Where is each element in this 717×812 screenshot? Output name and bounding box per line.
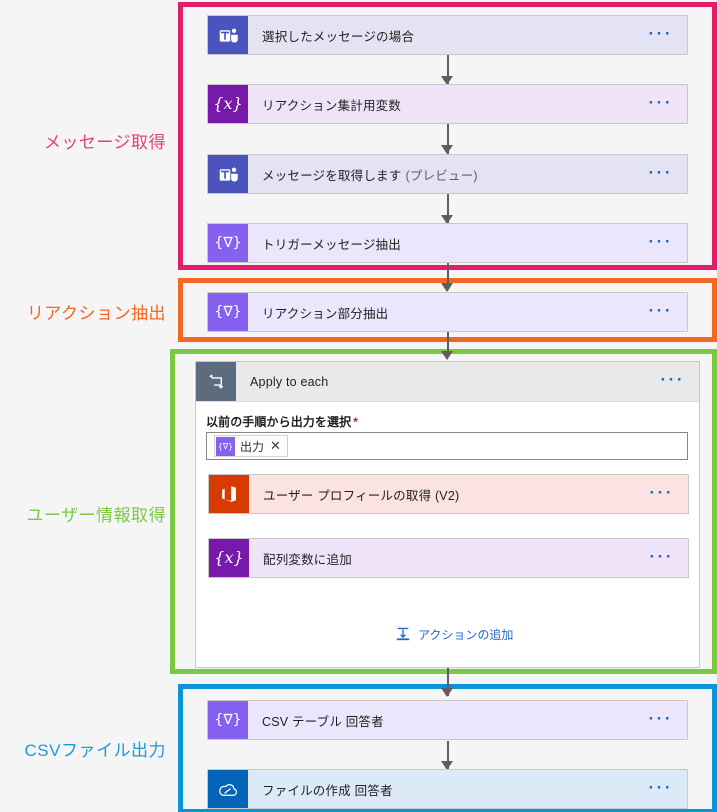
action-card-compose-reaction-part[interactable]: {∇} リアクション部分抽出 ··· — [207, 292, 688, 332]
select-output-field-label: 以前の手順から出力を選択* — [206, 413, 358, 430]
card-title-text: ユーザー プロフィールの取得 (V2) — [263, 488, 460, 503]
connector-line — [447, 55, 449, 85]
connector-arrowhead — [441, 688, 453, 697]
scope-title-text: Apply to each — [250, 374, 329, 389]
connector-line — [447, 194, 449, 224]
card-title: 配列変数に追加 — [249, 539, 642, 577]
group-label-reaction-extraction: リアクション抽出 — [26, 304, 166, 323]
card-title-text: ファイルの作成 回答者 — [262, 783, 393, 798]
card-menu-button[interactable]: ··· — [648, 162, 673, 182]
card-title: 選択したメッセージの場合 — [248, 16, 641, 54]
card-menu-button[interactable]: ··· — [648, 231, 673, 251]
action-card-append-to-array-variable[interactable]: {x} 配列変数に追加 ··· — [208, 538, 689, 578]
card-menu-button[interactable]: ··· — [649, 482, 674, 502]
onedrive-icon — [208, 770, 248, 808]
connector-arrowhead — [441, 351, 453, 360]
apply-to-each-header[interactable]: Apply to each ··· — [196, 362, 699, 402]
card-menu-button[interactable]: ··· — [649, 546, 674, 566]
loop-icon — [196, 362, 236, 401]
card-menu-button[interactable]: ··· — [648, 23, 673, 43]
compose-glyph: {∇} — [214, 712, 242, 728]
add-action-button[interactable]: アクションの追加 — [395, 626, 513, 643]
compose-icon: {∇} — [208, 701, 248, 739]
action-card-get-user-profile-v2[interactable]: ユーザー プロフィールの取得 (V2) ··· — [208, 474, 689, 514]
field-label-text: 以前の手順から出力を選択 — [206, 415, 352, 429]
connector-arrowhead — [441, 145, 453, 154]
card-menu-button[interactable]: ··· — [648, 777, 673, 797]
variable-glyph: {x} — [214, 548, 244, 567]
teams-icon — [208, 16, 248, 54]
card-subtitle-text: (プレビュー) — [405, 168, 478, 183]
select-output-input[interactable]: {∇} 出力 ✕ — [206, 432, 688, 460]
card-title-text: トリガーメッセージ抽出 — [262, 237, 401, 252]
card-title-text: 選択したメッセージの場合 — [262, 29, 415, 44]
compose-icon: {∇} — [208, 293, 248, 331]
action-card-csv-table-respondents[interactable]: {∇} CSV テーブル 回答者 ··· — [207, 700, 688, 740]
compose-glyph: {∇} — [214, 235, 242, 251]
card-menu-button[interactable]: ··· — [648, 300, 673, 320]
card-title: ユーザー プロフィールの取得 (V2) — [249, 475, 642, 513]
variable-icon: {x} — [209, 539, 249, 577]
group-label-message-retrieval: メッセージ取得 — [43, 133, 166, 152]
connector-line — [447, 668, 449, 696]
connector-arrowhead — [441, 283, 453, 292]
connector-arrowhead — [441, 761, 453, 770]
office365-icon — [209, 475, 249, 513]
group-label-user-info-retrieval: ユーザー情報取得 — [26, 506, 166, 525]
action-card-trigger-selected-message[interactable]: 選択したメッセージの場合 ··· — [207, 15, 688, 55]
variable-icon: {x} — [208, 85, 248, 123]
token-label: 出力 — [240, 439, 265, 454]
scope-title: Apply to each — [236, 362, 653, 401]
card-title-text: 配列変数に追加 — [263, 552, 352, 567]
connector-line — [447, 741, 449, 769]
connector-arrowhead — [441, 76, 453, 85]
card-title: ファイルの作成 回答者 — [248, 770, 641, 808]
group-label-csv-file-output: CSVファイル出力 — [24, 741, 166, 760]
connector-line — [447, 263, 449, 290]
compose-icon: {∇} — [208, 224, 248, 262]
action-card-init-variable-reaction[interactable]: {x} リアクション集計用変数 ··· — [207, 84, 688, 124]
action-card-compose-trigger-message[interactable]: {∇} トリガーメッセージ抽出 ··· — [207, 223, 688, 263]
card-title-text: リアクション部分抽出 — [262, 306, 389, 321]
card-menu-button[interactable]: ··· — [648, 708, 673, 728]
card-menu-button[interactable]: ··· — [648, 92, 673, 112]
connector-line — [447, 124, 449, 154]
add-action-icon — [395, 626, 411, 643]
card-title: リアクション部分抽出 — [248, 293, 641, 331]
dynamic-content-token[interactable]: {∇} 出力 ✕ — [214, 435, 288, 457]
scope-menu-button[interactable]: ··· — [660, 370, 685, 389]
variable-glyph: {x} — [213, 94, 243, 113]
add-action-label: アクションの追加 — [418, 628, 514, 642]
action-card-get-messages-preview[interactable]: メッセージを取得します (プレビュー) ··· — [207, 154, 688, 194]
apply-to-each-scope: Apply to each ··· 以前の手順から出力を選択* {∇} 出力 ✕ — [195, 361, 700, 668]
card-title: メッセージを取得します (プレビュー) — [248, 155, 641, 193]
token-compose-icon: {∇} — [216, 436, 235, 456]
required-asterisk: * — [353, 415, 358, 429]
teams-icon — [208, 155, 248, 193]
card-title-text: リアクション集計用変数 — [262, 98, 402, 113]
token-remove-icon[interactable]: ✕ — [270, 438, 281, 454]
card-title-text: CSV テーブル 回答者 — [262, 714, 384, 729]
card-title: トリガーメッセージ抽出 — [248, 224, 641, 262]
card-title-text: メッセージを取得します — [262, 168, 402, 183]
connector-line — [447, 332, 449, 357]
action-card-create-file-respondents[interactable]: ファイルの作成 回答者 ··· — [207, 769, 688, 809]
card-title: リアクション集計用変数 — [248, 85, 641, 123]
compose-glyph: {∇} — [214, 304, 242, 320]
card-title: CSV テーブル 回答者 — [248, 701, 641, 739]
connector-arrowhead — [441, 215, 453, 224]
